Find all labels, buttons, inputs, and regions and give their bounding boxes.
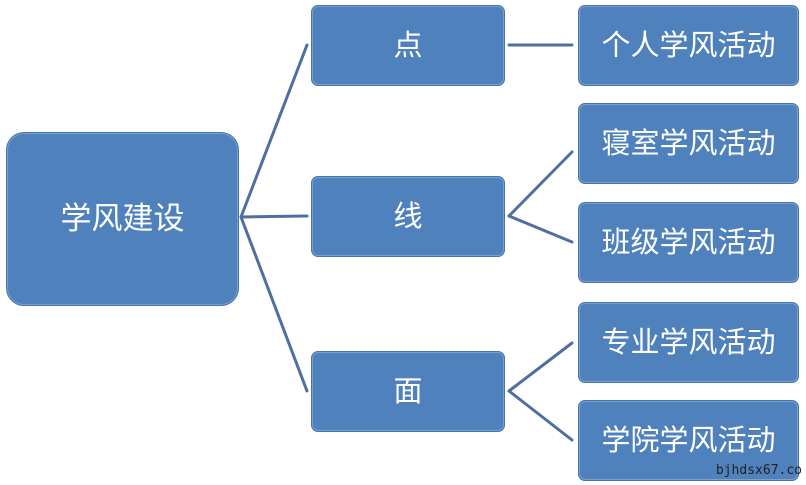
connector-xian-leaf2 — [507, 150, 574, 218]
node-mian: 面 — [311, 351, 505, 432]
leaf-class-activity: 班级学风活动 — [578, 202, 799, 283]
leaf-major-activity: 专业学风活动 — [578, 302, 799, 383]
leaf-college-activity: 学院学风活动 — [578, 400, 799, 481]
root-node: 学风建设 — [6, 132, 239, 306]
watermark-text: bjhdsx67.co — [715, 463, 802, 478]
leaf-label: 专业学风活动 — [601, 325, 776, 359]
leaf-label: 学院学风活动 — [601, 423, 776, 457]
leaf-label: 寝室学风活动 — [601, 126, 776, 160]
node-xian-label: 线 — [393, 199, 423, 233]
connector-mian-leaf5 — [507, 389, 574, 442]
connector-root-dian — [239, 43, 309, 219]
leaf-label: 个人学风活动 — [601, 28, 776, 62]
node-xian: 线 — [311, 176, 505, 257]
root-node-label: 学风建设 — [60, 200, 185, 237]
connector-root-mian — [239, 215, 309, 393]
leaf-dorm-activity: 寝室学风活动 — [578, 103, 799, 184]
node-mian-label: 面 — [393, 374, 423, 408]
leaf-label: 班级学风活动 — [601, 225, 776, 259]
connector-root-xian — [239, 214, 309, 219]
node-dian-label: 点 — [393, 28, 423, 62]
leaf-personal-activity: 个人学风活动 — [578, 5, 799, 86]
connector-xian-leaf3 — [507, 214, 574, 244]
node-dian: 点 — [311, 5, 505, 86]
connector-mian-leaf4 — [507, 341, 574, 393]
